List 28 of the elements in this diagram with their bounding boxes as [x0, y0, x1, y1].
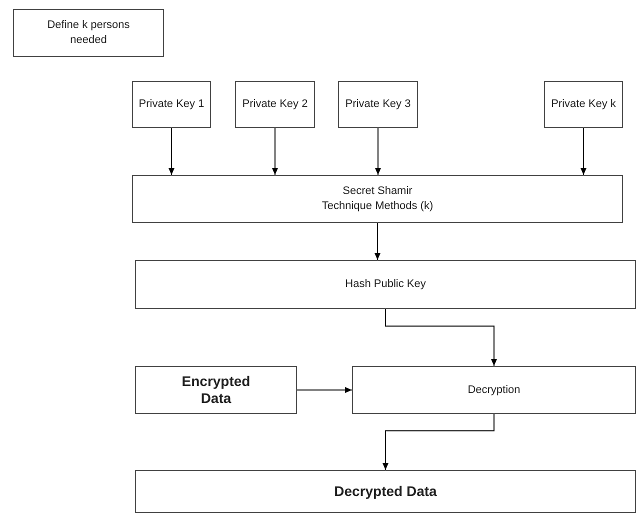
process-box — [135, 470, 636, 513]
arrow — [580, 128, 586, 176]
box-label: Decrypted Data — [334, 482, 437, 500]
process-box — [13, 9, 164, 57]
arrow — [385, 308, 497, 366]
process-box — [135, 366, 297, 414]
box-label: Private Key 2 — [242, 97, 308, 112]
box-label: Encrypted Data — [180, 372, 252, 408]
arrow — [272, 128, 278, 176]
arrow — [296, 387, 352, 393]
box-label: Decryption — [468, 382, 520, 398]
box-label: Private Key 1 — [138, 97, 204, 112]
process-box — [135, 260, 636, 309]
process-box — [544, 81, 623, 128]
box-label: Define k persons needed — [46, 18, 131, 48]
box-label: Hash Public Key — [345, 277, 426, 292]
arrow — [375, 128, 381, 176]
process-box — [235, 81, 315, 128]
process-box — [132, 81, 211, 128]
box-label: Private Key 3 — [345, 97, 411, 112]
arrow — [168, 128, 174, 176]
arrow — [382, 414, 494, 470]
process-box — [132, 175, 623, 223]
process-box — [352, 366, 636, 414]
arrow — [374, 222, 380, 260]
box-label: Secret Shamir Technique Methods (k) — [320, 184, 434, 214]
box-label: Private Key k — [551, 97, 616, 112]
process-box — [338, 81, 418, 128]
